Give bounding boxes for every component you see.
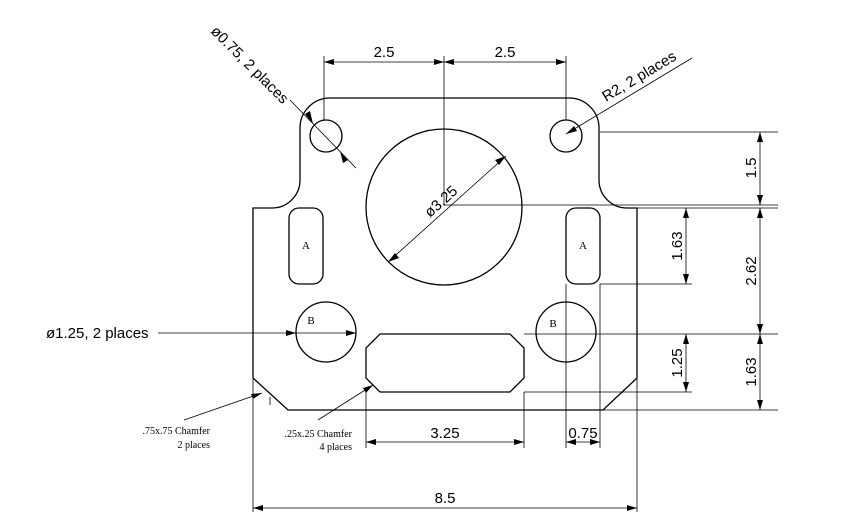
- leader-radius: [565, 57, 693, 135]
- dim-right: [444, 131, 778, 411]
- dim-1-25-label: 1.25: [669, 348, 686, 377]
- leader-chamfer-small: [317, 384, 374, 421]
- leader-chamfer-large: [183, 392, 271, 421]
- chamfered-slot: [365, 333, 525, 393]
- dim-radius-label: R2, 2 places: [599, 48, 679, 106]
- dim-1-63-upper-label: 1.63: [669, 231, 686, 260]
- hole-right-label: B: [549, 318, 556, 330]
- slot-right-label: A: [579, 240, 587, 252]
- dim-bottom: [252, 284, 638, 512]
- dim-small-hole-label: ø0.75, 2 places: [207, 23, 292, 108]
- dim-2-62-label: 2.62: [743, 256, 760, 285]
- slot-left: [288, 207, 324, 285]
- dim-slot-gap-label: 0.75: [568, 425, 597, 442]
- chamfer-small-note-2: 4 places: [320, 442, 353, 453]
- leader-medium-hole: [158, 330, 356, 336]
- dim-slot-width-label: 3.25: [430, 425, 459, 442]
- small-hole-left: [309, 119, 343, 153]
- chamfer-large-note-1: .75x.75 Chamfer: [143, 426, 211, 437]
- chamfer-large-note-2: 2 places: [178, 440, 211, 451]
- dim-overall-width-label: 8.5: [435, 490, 456, 507]
- dim-top-right-label: 2.5: [495, 44, 516, 61]
- slot-right: [565, 207, 601, 285]
- medium-hole-left: [295, 301, 357, 363]
- slot-left-label: A: [302, 240, 310, 252]
- small-hole-right: [549, 119, 583, 153]
- dim-top-left-label: 2.5: [374, 44, 395, 61]
- dim-1-5-label: 1.5: [743, 158, 760, 179]
- leader-small-hole: [289, 99, 357, 169]
- dim-1-63-lower-label: 1.63: [743, 357, 760, 386]
- chamfer-small-note-1: .25x.25 Chamfer: [285, 429, 353, 440]
- dim-medium-hole-label: ø1.25, 2 places: [46, 325, 149, 342]
- dim-top: [323, 56, 567, 205]
- leader-big-hole: [387, 155, 507, 263]
- hole-left-label: B: [307, 315, 314, 327]
